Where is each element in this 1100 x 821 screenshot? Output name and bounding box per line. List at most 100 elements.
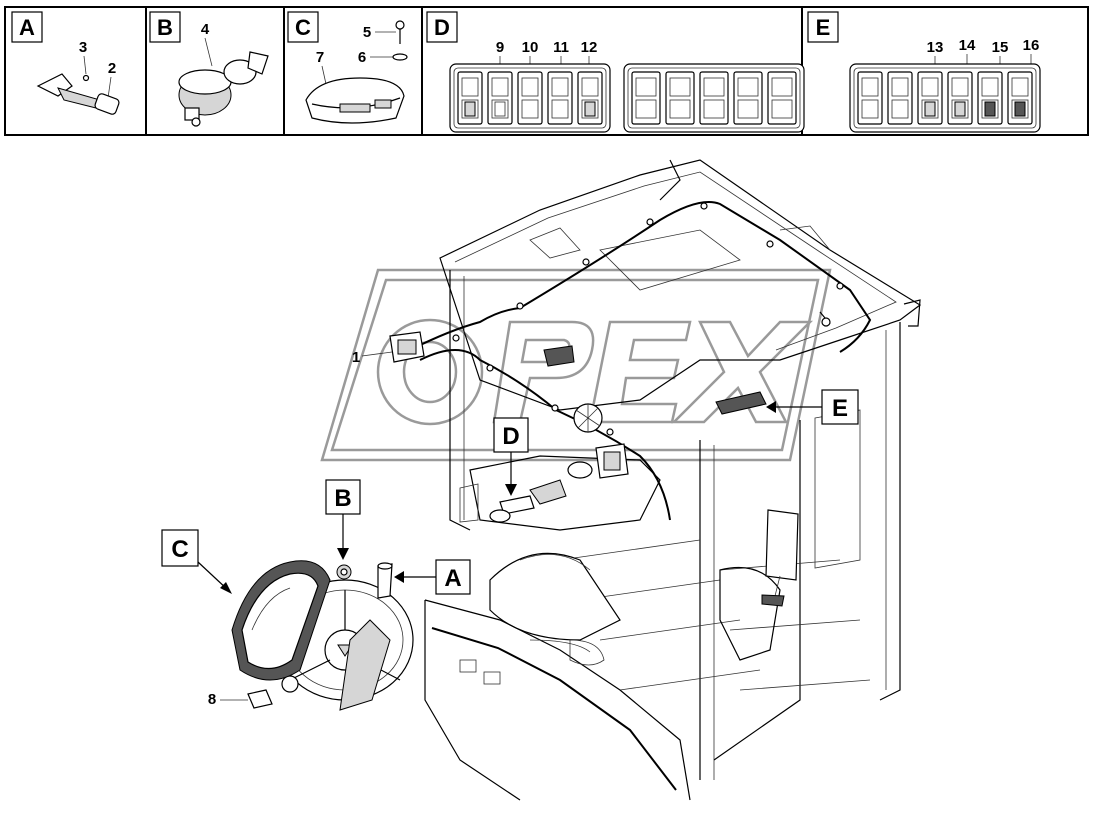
rocker-switch: [577, 71, 603, 125]
part-label-14: 14: [959, 37, 976, 54]
part-label-2: 2: [108, 60, 116, 77]
rocker-switch-bottom: [669, 99, 691, 119]
svg-text:B: B: [334, 485, 351, 512]
svg-text:C: C: [171, 536, 188, 563]
switch-symbol-icon: [924, 101, 936, 117]
rocker-switch: [917, 71, 943, 125]
callout-c: C: [161, 529, 232, 594]
rocker-switch: [665, 71, 695, 125]
rocker-switch-bottom: [521, 99, 539, 119]
ignition-switch-drawing: [178, 51, 269, 127]
lever-in-situ: [377, 562, 393, 599]
panel-b: B 4: [149, 11, 269, 127]
rocker-switch: [631, 71, 661, 125]
cab-structure: [424, 159, 922, 801]
rocker-switch-top: [581, 77, 599, 97]
label-sticker: [247, 689, 273, 709]
rocker-switch-bottom: [737, 99, 759, 119]
rocker-switch: [857, 71, 883, 125]
rocker-switch-bottom: [461, 99, 479, 119]
switch-symbol-icon: [954, 101, 966, 117]
rocker-switch-bottom: [491, 99, 509, 119]
switch-panel-left: [449, 63, 611, 133]
switch-symbol-icon: [464, 101, 476, 117]
rocker-switch: [1007, 71, 1033, 125]
rocker-switch-bottom: [1011, 99, 1029, 119]
rocker-switch-top: [461, 77, 479, 97]
rocker-switch-bottom: [551, 99, 569, 119]
panel-d-letter: D: [434, 15, 450, 40]
rocker-switch: [733, 71, 763, 125]
rocker-switch-top: [703, 77, 725, 97]
part-label-11: 11: [553, 39, 569, 56]
rocker-switch-bottom: [703, 99, 725, 119]
rocker-switch-top: [771, 77, 793, 97]
switch-symbol-icon: [584, 101, 596, 117]
part-label-15: 15: [992, 39, 1009, 56]
switch-symbol-icon: [1014, 101, 1026, 117]
panel-a: A 3 2: [11, 11, 120, 115]
panel-e: E 13 14 15 16: [807, 11, 1041, 133]
rocker-switch-bottom: [951, 99, 969, 119]
lever-switch-drawing: [36, 73, 120, 115]
rocker-switch: [487, 71, 513, 125]
rocker-switch-top: [669, 77, 691, 97]
part-label-5: 5: [363, 24, 371, 41]
rocker-switch: [517, 71, 543, 125]
svg-text:A: A: [444, 565, 461, 592]
rocker-switch: [547, 71, 573, 125]
rocker-switch-top: [1011, 77, 1029, 97]
rocker-switch-bottom: [921, 99, 939, 119]
rocker-switch: [887, 71, 913, 125]
part-label-7: 7: [316, 49, 324, 66]
rocker-switch-bottom: [981, 99, 999, 119]
switch-bezel-inner: [853, 67, 1037, 129]
rocker-switch: [457, 71, 483, 125]
part-label-6: 6: [358, 49, 366, 66]
rocker-switch-top: [635, 77, 657, 97]
rocker-switch-top: [861, 77, 879, 97]
panel-c-letter: C: [295, 15, 311, 40]
ignition-key-in-situ: [336, 564, 352, 580]
rocker-switch: [947, 71, 973, 125]
rocker-switch-top: [891, 77, 909, 97]
wiring-harness: [389, 159, 921, 521]
panel-d: D 9 10 11 12: [426, 11, 805, 133]
rocker-switch-bottom: [891, 99, 909, 119]
rocker-switch-top: [521, 77, 539, 97]
rocker-switch-bottom: [635, 99, 657, 119]
panel-e-letter: E: [816, 15, 831, 40]
svg-text:E: E: [832, 395, 848, 422]
rocker-switch-top: [491, 77, 509, 97]
switch-bezel-inner: [453, 67, 607, 129]
rocker-switch-bottom: [581, 99, 599, 119]
part-label-10: 10: [522, 39, 539, 56]
rocker-switch: [699, 71, 729, 125]
panel-b-letter: B: [157, 15, 173, 40]
callout-b: B: [325, 479, 361, 560]
switch-symbol-icon: [494, 101, 506, 117]
part-label-16: 16: [1023, 37, 1040, 54]
part-label-4: 4: [201, 21, 210, 38]
rocker-switch-bottom: [861, 99, 879, 119]
svg-text:D: D: [502, 423, 519, 450]
rocker-switch-top: [551, 77, 569, 97]
rocker-switch-bottom: [771, 99, 793, 119]
rocker-switch: [977, 71, 1003, 125]
callout-d: D: [493, 417, 529, 496]
panel-a-letter: A: [19, 15, 35, 40]
rocker-switch-top: [921, 77, 939, 97]
callout-e: E: [766, 389, 859, 425]
rocker-switch: [767, 71, 797, 125]
screw-and-washer-drawing: [392, 20, 408, 61]
callout-a: A: [394, 559, 471, 595]
instrument-cover: [231, 560, 331, 681]
part-label-3: 3: [79, 39, 87, 56]
display-cover-drawing: [305, 77, 405, 124]
part-label-8: 8: [208, 691, 216, 708]
switch-panel-roof: [849, 63, 1041, 133]
switch-panel-right: [623, 63, 805, 133]
part-label-13: 13: [927, 39, 944, 56]
